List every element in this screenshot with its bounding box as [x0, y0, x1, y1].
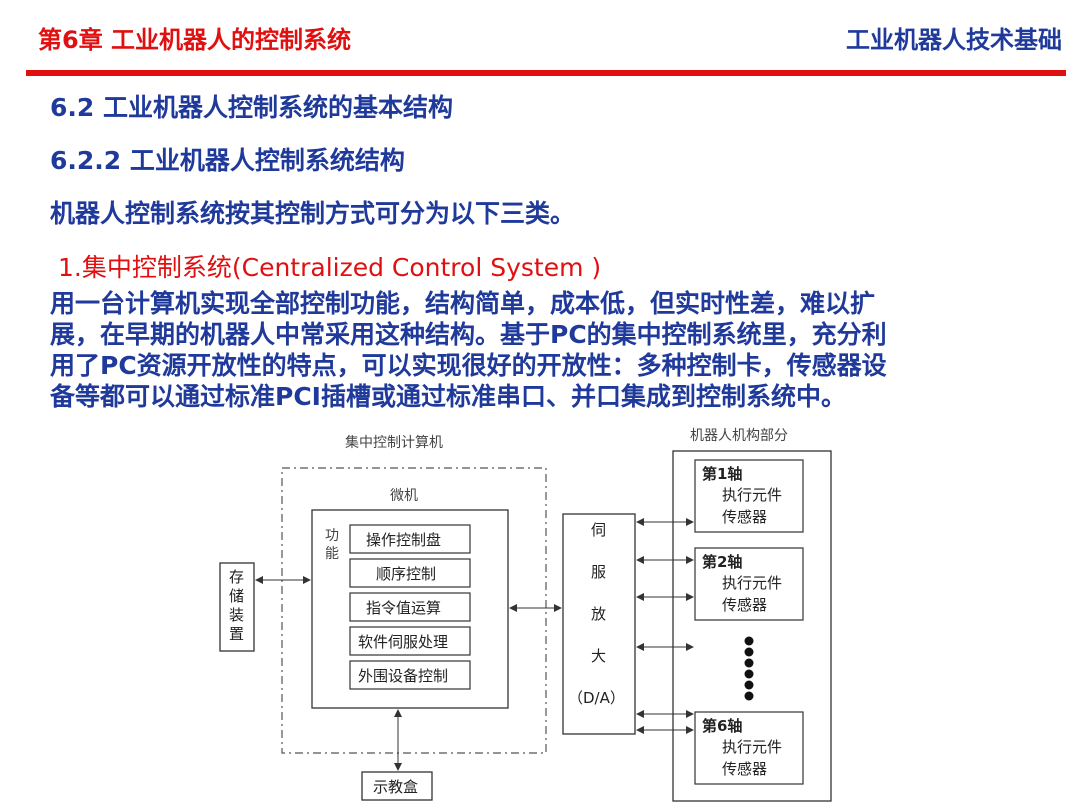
servo-label: 伺 — [591, 521, 606, 539]
axis-box — [694, 459, 804, 533]
function-box — [349, 592, 471, 622]
function-box — [349, 524, 471, 554]
axis-name: 第1轴 — [702, 465, 742, 483]
paragraph-line: 用一台计算机实现全部控制功能，结构简单，成本低，但实时性差，难以扩 — [50, 289, 876, 318]
function-box — [349, 558, 471, 588]
axis-sensor: 传感器 — [722, 508, 767, 526]
function-label: 能 — [325, 546, 339, 562]
storage-label: 储 — [229, 587, 244, 605]
storage-box — [219, 562, 255, 652]
function-item: 指令值运算 — [366, 599, 441, 617]
ellipsis-dots — [744, 636, 754, 701]
axis-box — [694, 711, 804, 785]
heading-section: 6.2 工业机器人控制系统的基本结构 — [50, 93, 453, 122]
robot-label: 机器人机构部分 — [690, 428, 788, 444]
servo-da-label: （D/A） — [568, 689, 625, 707]
paragraph-line: 用了PC资源开放性的特点，可以实现很好的开放性：多种控制卡，传感器设 — [50, 351, 887, 380]
control-system-diagram: 集中控制计算机 微机 功 能 操作控制盘 顺序控制 指令值运算 软件伺服处理 外… — [219, 428, 832, 802]
axis-box — [694, 547, 804, 621]
micro-label: 微机 — [390, 488, 418, 504]
axis-name: 第6轴 — [702, 717, 742, 735]
servo-label: 放 — [591, 605, 606, 623]
header-divider — [26, 70, 1066, 76]
computer-boundary — [281, 467, 547, 754]
heading-subsection: 6.2.2 工业机器人控制系统结构 — [50, 146, 405, 175]
axis-sensor: 传感器 — [722, 760, 767, 778]
intro-text: 机器人控制系统按其控制方式可分为以下三类。 — [50, 199, 576, 228]
storage-label: 装 — [229, 606, 244, 624]
servo-label: 大 — [591, 647, 606, 665]
book-title: 工业机器人技术基础 — [846, 26, 1062, 54]
axis-actuator: 执行元件 — [722, 738, 782, 756]
teach-box-label: 示教盒 — [373, 778, 418, 796]
section-title: 1.集中控制系统(Centralized Control System ) — [58, 253, 602, 282]
storage-label: 置 — [229, 625, 244, 643]
paragraph-line: 展，在早期的机器人中常采用这种结构。基于PC的集中控制系统里，充分利 — [50, 320, 887, 349]
chapter-title: 第6章 工业机器人的控制系统 — [38, 26, 352, 54]
axis-actuator: 执行元件 — [722, 486, 782, 504]
function-box — [349, 660, 471, 690]
function-item: 外围设备控制 — [358, 667, 448, 685]
function-label: 功 — [325, 528, 339, 544]
servo-box — [562, 513, 636, 735]
axis-sensor: 传感器 — [722, 596, 767, 614]
axis-name: 第2轴 — [702, 553, 742, 571]
servo-label: 服 — [591, 563, 606, 581]
function-item: 顺序控制 — [376, 565, 436, 583]
function-item: 操作控制盘 — [366, 531, 441, 549]
computer-label: 集中控制计算机 — [345, 434, 443, 451]
storage-label: 存 — [229, 568, 244, 586]
axis-actuator: 执行元件 — [722, 574, 782, 592]
section-paragraph: 用一台计算机实现全部控制功能，结构简单，成本低，但实时性差，难以扩 展，在早期的… — [50, 288, 1060, 412]
teach-box — [361, 771, 433, 801]
paragraph-line: 备等都可以通过标准PCI插槽或通过标准串口、并口集成到控制系统中。 — [50, 382, 846, 411]
function-item: 软件伺服处理 — [358, 633, 448, 651]
function-box — [349, 626, 471, 656]
